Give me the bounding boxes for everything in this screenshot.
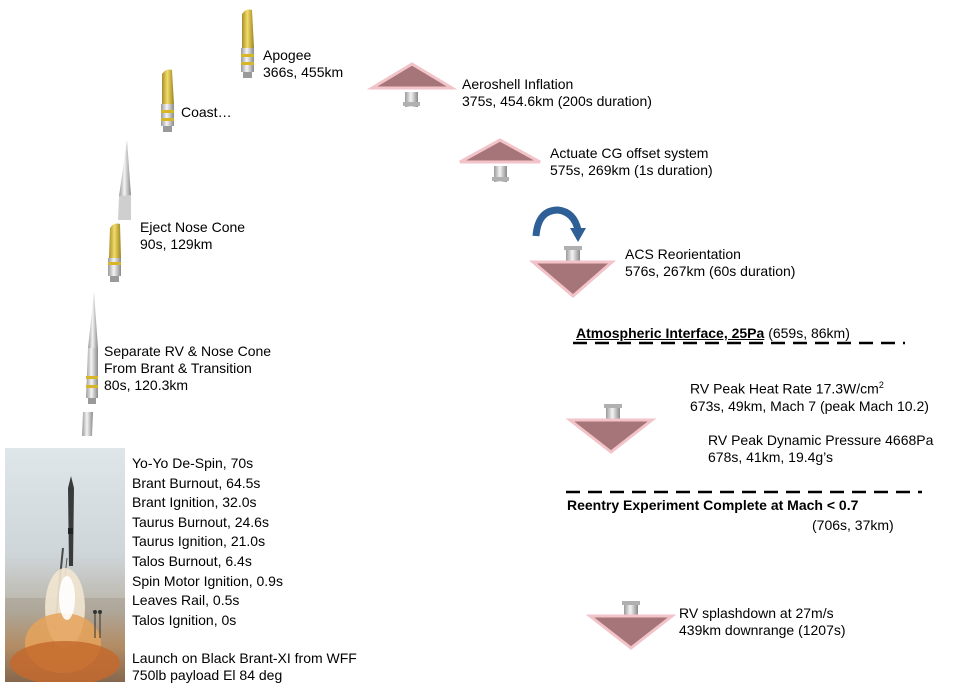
eject-payload (108, 223, 121, 282)
separate-rv-label: Separate RV & Nose Cone From Brant & Tra… (104, 343, 271, 394)
aeroshell-cg-offset (459, 138, 541, 182)
acs-reorientation-label: ACS Reorientation 576s, 267km (60s durat… (625, 246, 795, 280)
aeroshell-inflation-title: Aeroshell Inflation (462, 76, 574, 92)
reorientation-arrow-icon (532, 206, 586, 242)
atmospheric-interface-label: Atmospheric Interface, 25Pa (659s, 86km) (576, 325, 850, 342)
launch-info-line1: Launch on Black Brant-XI from WFF (132, 650, 357, 666)
actuate-cg-label: Actuate CG offset system 575s, 269km (1s… (550, 145, 713, 179)
actuate-cg-title: Actuate CG offset system (550, 145, 709, 161)
acs-reorientation-detail: 576s, 267km (60s duration) (625, 263, 796, 279)
aeroshell-inflation-label: Aeroshell Inflation 375s, 454.6km (200s … (462, 76, 652, 110)
ejected-nose-cone (118, 140, 131, 220)
apogee-label: Apogee 366s, 455km (263, 47, 343, 81)
coast-rocket (161, 69, 174, 132)
aeroshell-peak-heat (565, 404, 657, 454)
splashdown-title: RV splashdown at 27m/s (679, 605, 834, 621)
peak-pressure-label: RV Peak Dynamic Pressure 4668Pa 678s, 41… (708, 432, 933, 466)
reentry-complete-detail: (706s, 37km) (812, 517, 894, 533)
separate-rv-line2: From Brant & Transition (104, 360, 252, 376)
launch-photo-art (5, 476, 125, 682)
separate-rv-line3: 80s, 120.3km (104, 377, 189, 393)
apogee-rocket (241, 9, 254, 78)
coast-label: Coast… (181, 104, 232, 121)
aeroshell-inflation-detail: 375s, 454.6km (200s duration) (462, 93, 652, 109)
peak-pressure-title: RV Peak Dynamic Pressure 4668Pa (708, 432, 934, 448)
launch-event: Brant Ignition, 32.0s (132, 494, 257, 511)
apogee-title: Apogee (263, 47, 312, 63)
launch-event: Brant Burnout, 64.5s (132, 474, 261, 491)
separate-rv-line1: Separate RV & Nose Cone (104, 343, 272, 359)
separate-rv-rocket (82, 292, 98, 436)
launch-event: Talos Ignition, 0s (132, 611, 237, 628)
aeroshell-inflation (366, 62, 458, 107)
peak-heat-label: RV Peak Heat Rate 17.3W/cm2 673s, 49km, … (690, 377, 929, 415)
launch-event: Leaves Rail, 0.5s (132, 592, 240, 609)
launch-info: Launch on Black Brant-XI from WFF 750lb … (132, 650, 357, 684)
atmospheric-interface-detail: (659s, 86km) (768, 325, 850, 341)
aeroshell-acs (528, 246, 617, 298)
coast-title: Coast… (181, 104, 232, 120)
actuate-cg-detail: 575s, 269km (1s duration) (550, 162, 713, 178)
splashdown-detail: 439km downrange (1207s) (679, 622, 846, 638)
launch-event: Taurus Ignition, 21.0s (132, 533, 266, 550)
splashdown-label: RV splashdown at 27m/s 439km downrange (… (679, 605, 846, 639)
launch-event: Taurus Burnout, 24.6s (132, 513, 269, 530)
eject-nose-label: Eject Nose Cone 90s, 129km (140, 219, 245, 253)
acs-reorientation-title: ACS Reorientation (625, 246, 741, 262)
launch-event: Yo-Yo De-Spin, 70s (132, 455, 254, 471)
launch-events-list: Yo-Yo De-Spin, 70s Brant Burnout, 64.5s … (132, 454, 283, 630)
eject-nose-title: Eject Nose Cone (140, 219, 246, 235)
peak-pressure-detail: 678s, 41km, 19.4g’s (708, 449, 834, 465)
launch-info-line2: 750lb payload El 84 deg (132, 667, 283, 683)
eject-nose-detail: 90s, 129km (140, 236, 213, 252)
peak-heat-sup: 2 (878, 380, 884, 390)
apogee-detail: 366s, 455km (263, 64, 344, 80)
peak-heat-title: RV Peak Heat Rate 17.3W/cm (690, 380, 879, 397)
peak-heat-detail: 673s, 49km, Mach 7 (peak Mach 10.2) (690, 397, 929, 414)
launch-event: Spin Motor Ignition, 0.9s (132, 572, 283, 589)
aeroshell-splashdown (585, 601, 677, 650)
atmospheric-interface-title: Atmospheric Interface, 25Pa (576, 325, 765, 341)
launch-event: Talos Burnout, 6.4s (132, 552, 252, 569)
launch-photo (5, 448, 125, 682)
reentry-complete-title: Reentry Experiment Complete at Mach < 0.… (567, 497, 859, 513)
